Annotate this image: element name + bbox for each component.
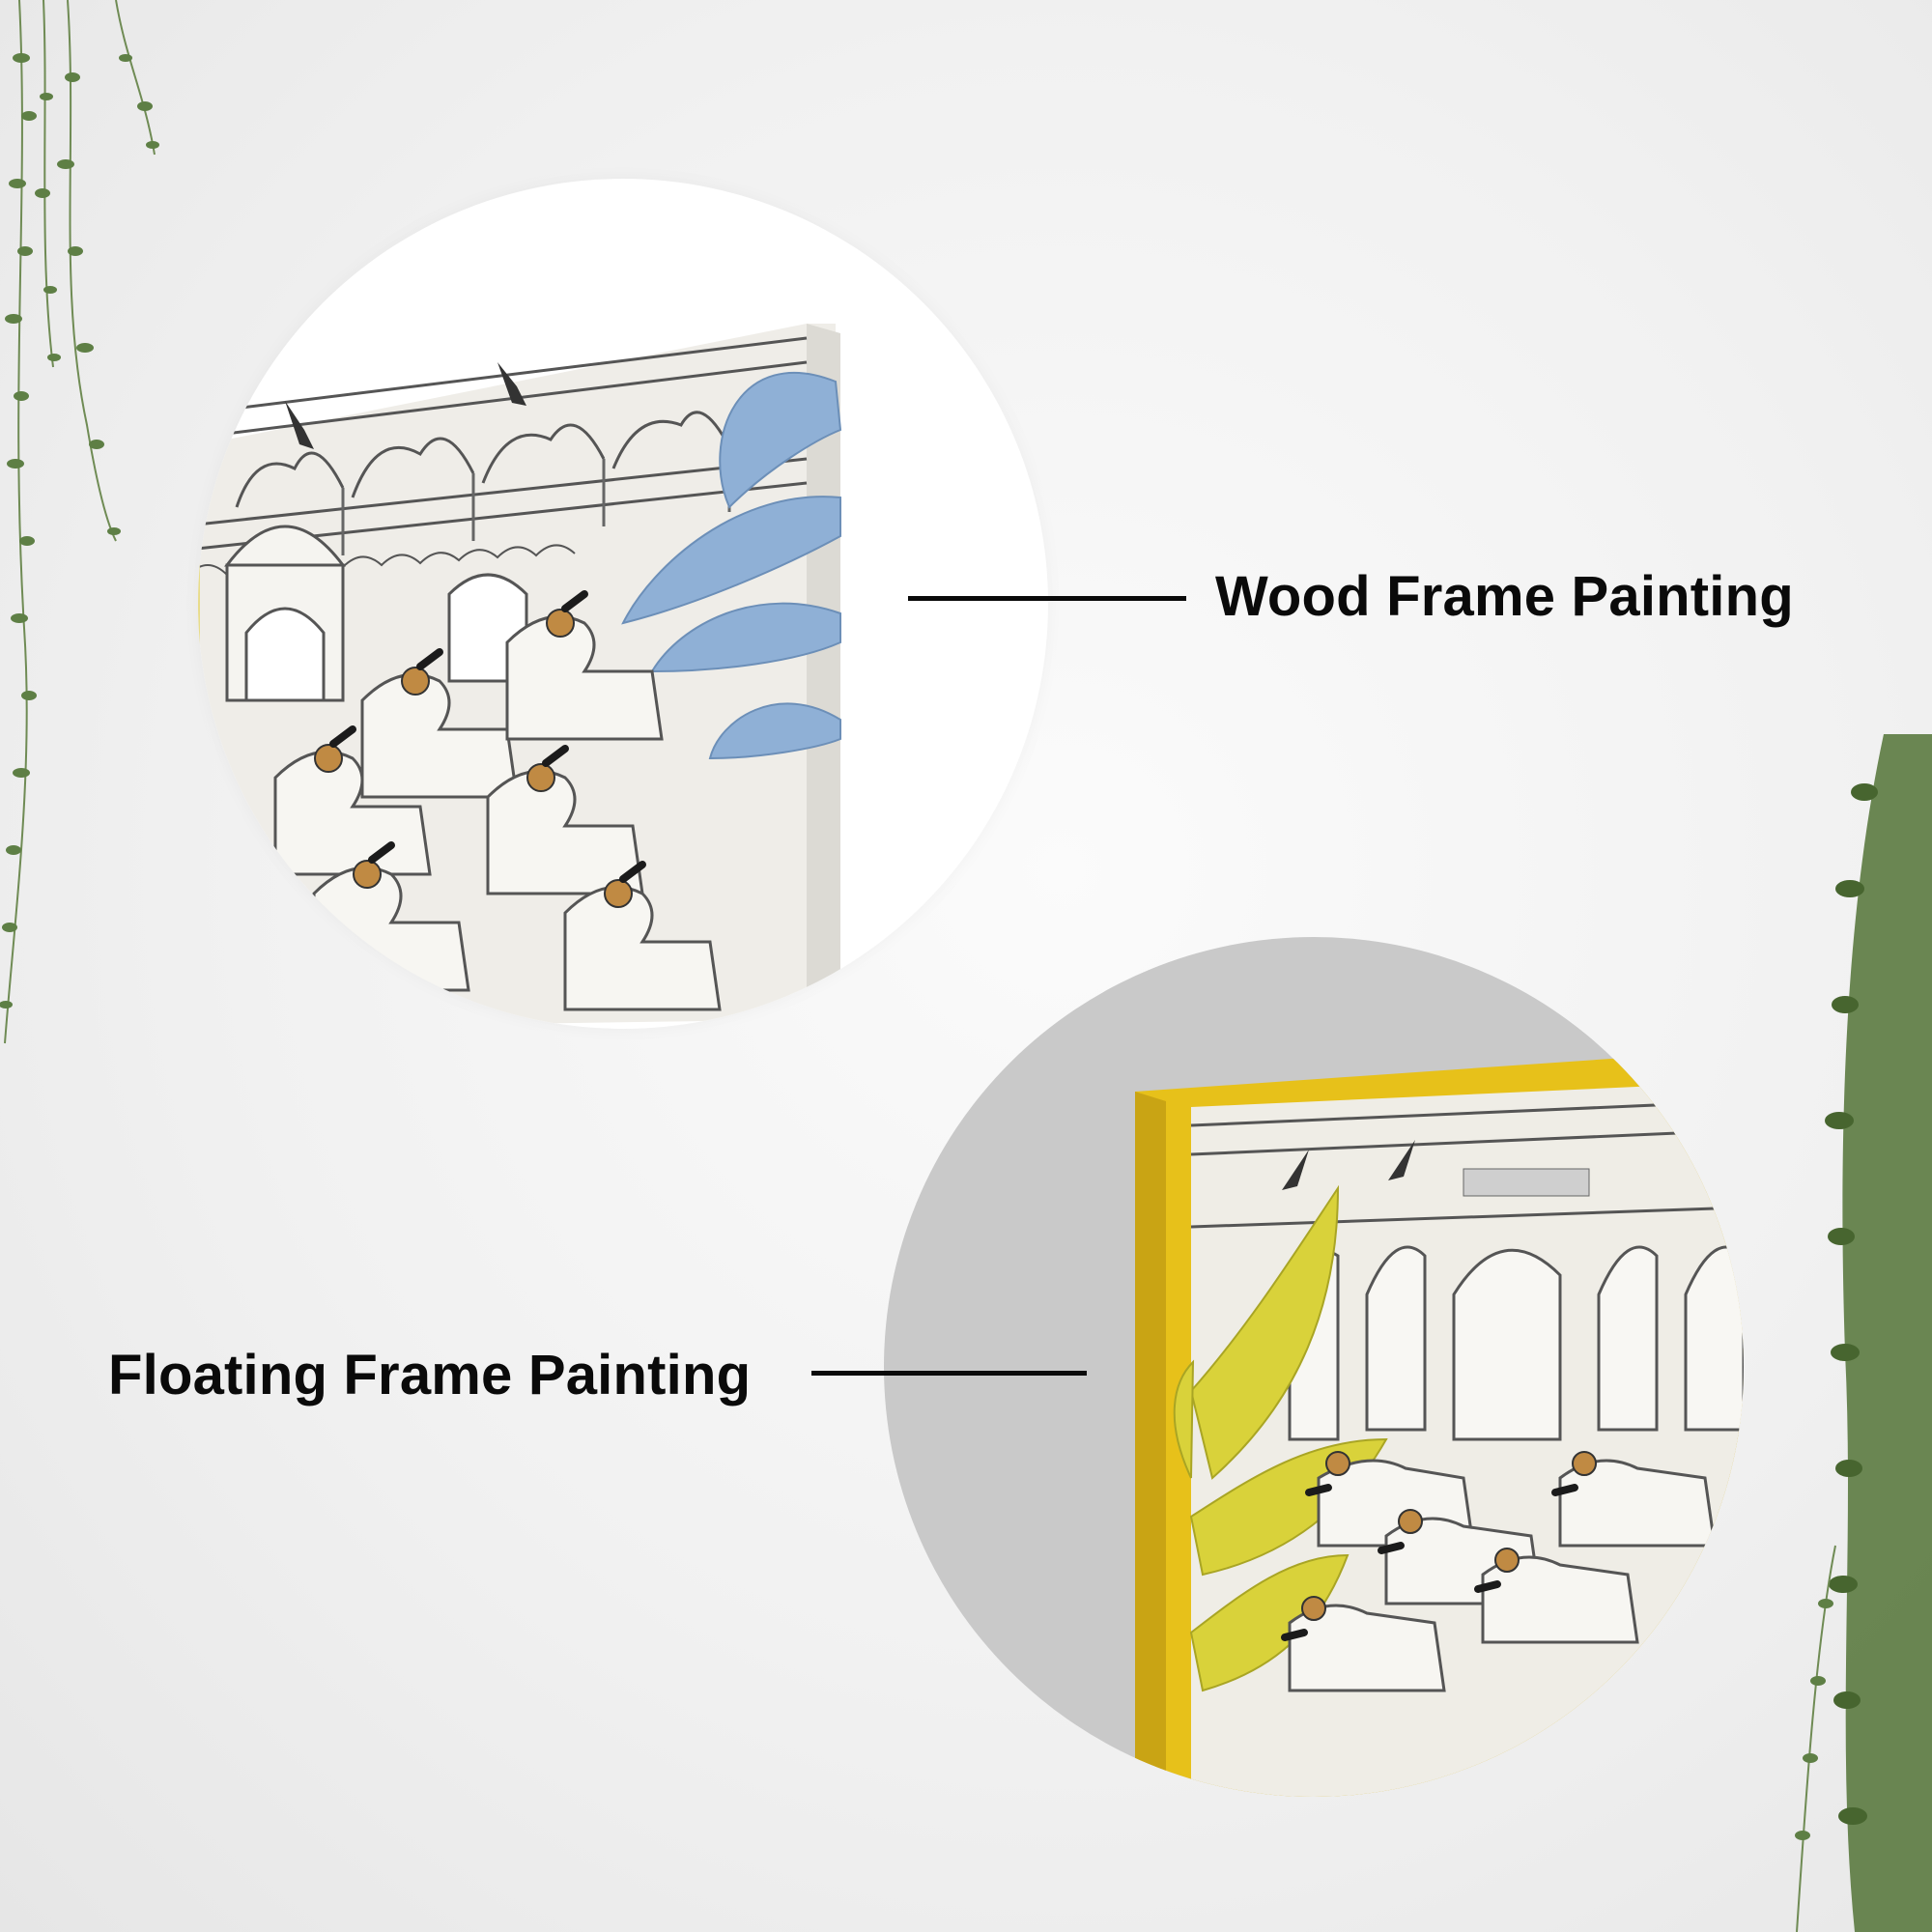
wood-frame-circle <box>198 179 1048 1029</box>
wood-frame-connector-line <box>908 596 1186 601</box>
hanging-plant-right <box>1777 676 1932 1932</box>
floating-frame-label: Floating Frame Painting <box>108 1344 752 1406</box>
floating-frame-painting-image <box>1135 1053 1744 1797</box>
wood-frame-painting-image <box>198 324 842 1029</box>
floating-frame-connector-line <box>811 1371 1087 1376</box>
wood-frame-label: Wood Frame Painting <box>1215 565 1794 628</box>
hanging-plant-icon <box>1795 734 1932 1932</box>
hanging-plant-icon <box>0 0 159 1044</box>
floating-frame-circle <box>884 937 1744 1797</box>
hanging-plant-left <box>0 0 193 1063</box>
